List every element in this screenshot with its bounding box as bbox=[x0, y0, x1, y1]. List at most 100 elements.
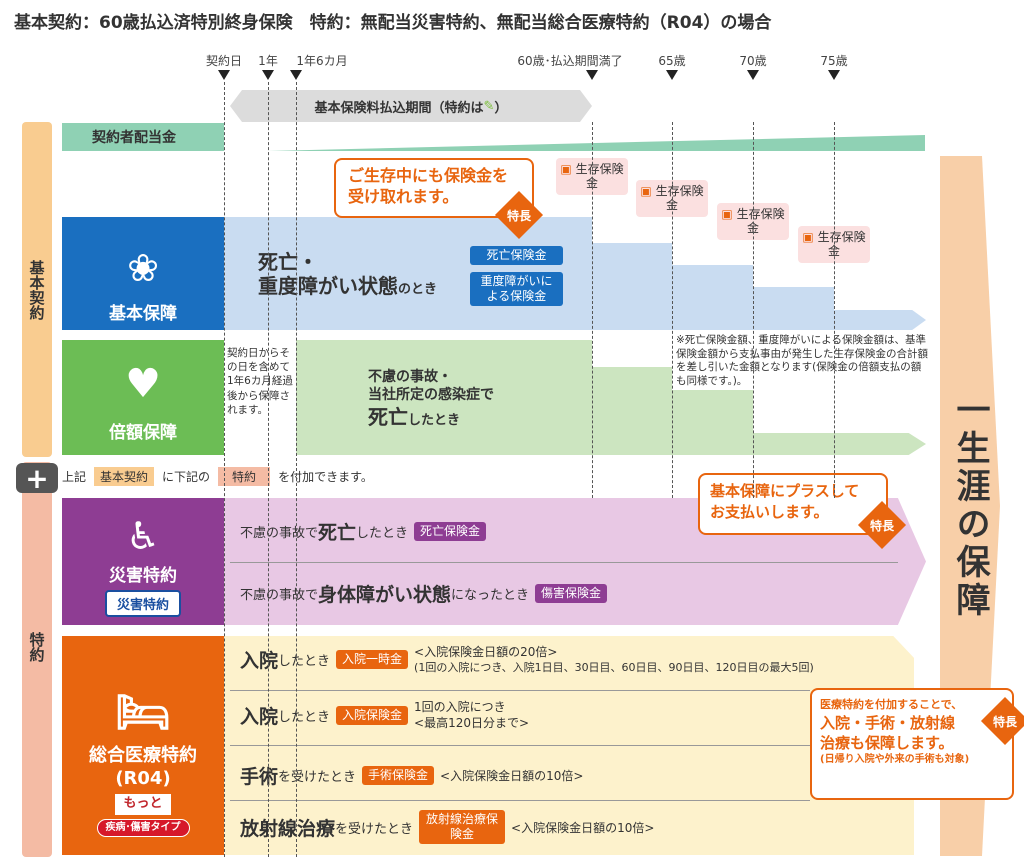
t: <入院保険金日額の10倍> bbox=[440, 769, 584, 783]
death-benefit-badge: 死亡保険金 bbox=[470, 246, 563, 265]
t: 死亡 bbox=[318, 522, 357, 544]
disaster-rider-label: ♿災害特約災害特約 bbox=[62, 498, 224, 625]
t: 倍額保障 bbox=[109, 423, 177, 443]
disability-benefit-badge: 重度障がいによる保険金 bbox=[470, 272, 563, 306]
t: を付加できます。 bbox=[278, 470, 373, 484]
marker-75: 75歳 bbox=[820, 54, 848, 68]
t: 受け取れます。 bbox=[348, 186, 459, 206]
basic-protection-label: ❀基本保障 bbox=[62, 217, 224, 330]
feature-tag: 特長 bbox=[869, 519, 894, 533]
t: 身体障がい状態 bbox=[318, 584, 452, 606]
marker-1y: 1年 bbox=[258, 54, 278, 68]
callout-survival: ご生存中にも保険金を受け取れます。 bbox=[334, 158, 534, 218]
timeline-line bbox=[296, 82, 297, 857]
timeline-line bbox=[753, 122, 754, 498]
timeline-line bbox=[592, 122, 593, 498]
triangle-icon bbox=[828, 70, 840, 80]
motto-logo: もっと bbox=[115, 794, 171, 815]
t: 死亡・ bbox=[258, 250, 318, 274]
feature-tag: 特長 bbox=[506, 209, 531, 223]
premium-period-bar: 基本保険料払込期間（特約は✎） bbox=[230, 90, 592, 122]
marker-contract-day: 契約日 bbox=[205, 54, 243, 68]
gift-icon: ▣ bbox=[802, 230, 814, 244]
t: 基本保障にプラスして bbox=[710, 482, 860, 500]
side-basic-contract: 基本契約 bbox=[22, 122, 52, 457]
t: 死亡 bbox=[368, 405, 408, 430]
basic-label-text: 基本保障 bbox=[109, 304, 177, 324]
timeline-line bbox=[224, 82, 225, 857]
t: 当社所定の感染症で bbox=[368, 387, 494, 404]
divider bbox=[230, 562, 898, 563]
t: <入院保険金日額の20倍> bbox=[414, 645, 558, 659]
t: <最高120日分まで> bbox=[414, 715, 530, 730]
premium-period-end: ） bbox=[494, 100, 508, 116]
double-arrow bbox=[753, 433, 926, 455]
callout-medical: 医療特約を付加することで、入院・手術・放射線治療も保障します。(日帰り入院や外来… bbox=[810, 688, 1014, 800]
divider bbox=[230, 800, 810, 801]
marker-65: 65歳 bbox=[658, 54, 686, 68]
benefit-badge: 入院一時金 bbox=[336, 650, 409, 670]
basic-arrow bbox=[834, 310, 926, 330]
triangle-icon bbox=[666, 70, 678, 80]
t: 総合医療特約 bbox=[89, 745, 197, 767]
timeline-line bbox=[834, 122, 835, 498]
t: <入院保険金日額の10倍> bbox=[511, 820, 655, 835]
triangle-icon bbox=[586, 70, 598, 80]
t: 不慮の事故で bbox=[240, 588, 319, 603]
injury-benefit-badge: 傷害保険金 bbox=[535, 584, 608, 603]
t: 不慮の事故・ bbox=[368, 369, 452, 385]
basic-condition: 死亡・重度障がい状態のとき bbox=[258, 250, 437, 298]
t: 重度障がい状態 bbox=[258, 274, 398, 298]
t: ご生存中にも保険金を bbox=[348, 166, 509, 185]
t: したとき bbox=[356, 526, 409, 541]
heart-icon: ♥ bbox=[125, 361, 161, 407]
t: を受けたとき bbox=[335, 821, 414, 837]
lifetime-text: 一生涯の保障 bbox=[950, 392, 990, 620]
medical-row-1: 入院したとき入院一時金<入院保険金日額の20倍>(1回の入院につき、入院1日目、… bbox=[240, 645, 814, 675]
marker-60: 60歳･払込期間満了 bbox=[517, 54, 623, 68]
t: 特約 bbox=[218, 467, 271, 486]
t: 不慮の事故で bbox=[240, 526, 319, 541]
bed-icon: 🛏 bbox=[115, 687, 171, 739]
t: 災害特約 bbox=[109, 566, 177, 586]
benefit-badge: 手術保険金 bbox=[362, 766, 435, 785]
t: 災害特約 bbox=[104, 590, 181, 617]
t: 生存保険金 bbox=[655, 184, 704, 213]
timeline-line bbox=[268, 82, 269, 857]
t: (1回の入院につき、入院1日目、30日目、60日目、90日目、120日目の最大5… bbox=[414, 660, 814, 674]
divider bbox=[230, 745, 810, 746]
medical-rider-label: 🛏総合医療特約(R04)もっと疾病･傷害タイプ bbox=[62, 636, 224, 855]
gift-icon: ▣ bbox=[560, 162, 572, 176]
feature-tag: 特長 bbox=[992, 715, 1017, 729]
t: (R04) bbox=[115, 767, 171, 789]
triangle-icon bbox=[218, 70, 230, 80]
t: 生存保険金 bbox=[736, 207, 785, 236]
t: (日帰り入院や外来の手術も対象) bbox=[820, 754, 970, 766]
double-protection-label: ♥ 倍額保障 bbox=[62, 340, 224, 455]
basic-step bbox=[753, 287, 834, 330]
t: 入院 bbox=[240, 706, 279, 729]
footnote: ※死亡保険金額、重度障がいによる保険金額は、基準保険金額から支払事由が発生した生… bbox=[676, 334, 928, 387]
side-rider: 特約 bbox=[22, 462, 52, 857]
benefit-badge: 入院保険金 bbox=[336, 706, 409, 726]
t: を受けたとき bbox=[278, 770, 357, 785]
divider bbox=[230, 690, 810, 691]
plus-icon: + bbox=[16, 462, 58, 495]
medical-row-3: 手術を受けたとき手術保険金<入院保険金日額の10倍> bbox=[240, 762, 583, 789]
t: 生存保険金 bbox=[817, 230, 866, 259]
page-title: 基本契約：60歳払込済特別終身保険 特約：無配当災害特約、無配当総合医療特約（R… bbox=[14, 13, 772, 33]
waiting-period-note: 契約日からその日を含めて1年6カ月経過後から保障されます。 bbox=[227, 347, 293, 416]
t: したとき bbox=[278, 654, 331, 670]
benefit-badge: 放射線治療保険金 bbox=[419, 810, 506, 844]
t: したとき bbox=[408, 413, 461, 429]
t: 上記 bbox=[62, 470, 87, 484]
triangle-icon bbox=[290, 70, 302, 80]
t: に下記の bbox=[162, 470, 211, 484]
double-step bbox=[592, 367, 672, 455]
t: 生存保険金 bbox=[575, 162, 624, 191]
dividend-wedge bbox=[268, 135, 925, 151]
triangle-icon bbox=[262, 70, 274, 80]
double-area bbox=[296, 340, 592, 455]
basic-step bbox=[592, 243, 672, 330]
